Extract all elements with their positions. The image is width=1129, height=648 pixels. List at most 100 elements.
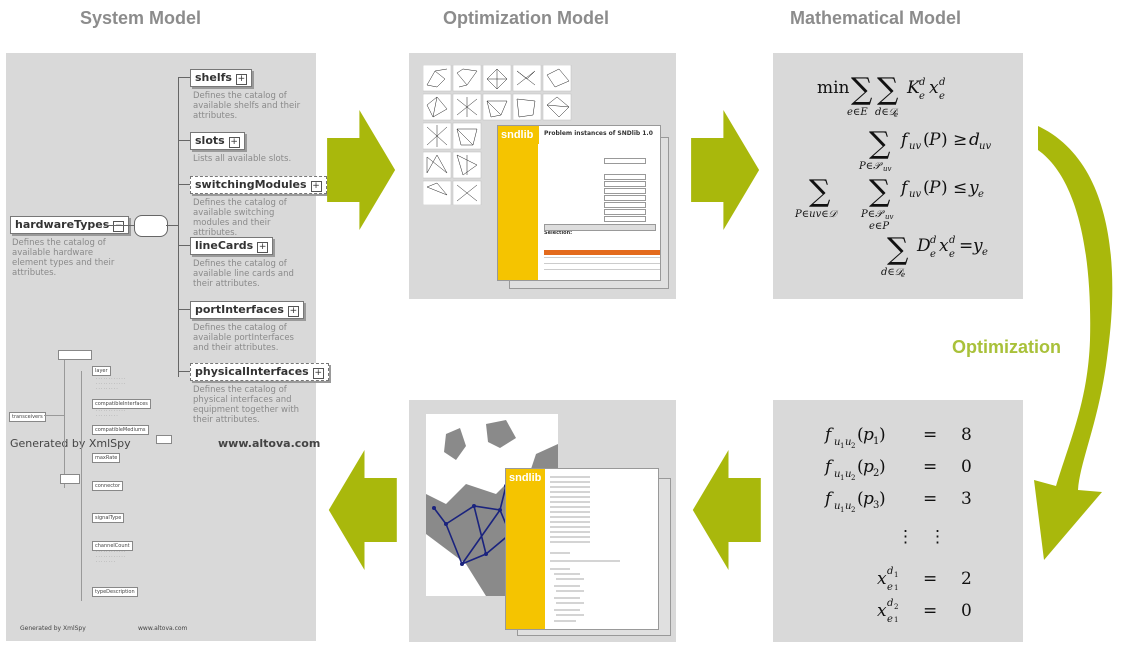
svg-text:uv: uv bbox=[883, 165, 892, 173]
mathematical-model-title: Mathematical Model bbox=[790, 8, 962, 28]
svg-text:u: u bbox=[845, 469, 851, 480]
solution-value-2: 0 bbox=[961, 457, 972, 477]
svg-text:P∈𝒫: P∈𝒫 bbox=[858, 161, 883, 172]
svg-text:∑: ∑ bbox=[887, 232, 909, 267]
svg-text:D: D bbox=[916, 236, 931, 256]
child-node-physicalinterfaces[interactable]: physicalInterfaces+ bbox=[190, 363, 329, 381]
svg-text:d∈𝒟: d∈𝒟 bbox=[881, 267, 905, 278]
svg-text:∑: ∑ bbox=[869, 174, 891, 209]
child-description: Defines the catalog of available shelfs … bbox=[193, 91, 301, 121]
svg-text:uv: uv bbox=[979, 141, 991, 152]
sndlib-sidebar-2 bbox=[506, 487, 545, 629]
attributes-box bbox=[58, 350, 92, 360]
svg-text:u: u bbox=[845, 501, 851, 512]
svg-text:e: e bbox=[930, 249, 936, 260]
svg-text:2: 2 bbox=[851, 506, 855, 514]
svg-text:e: e bbox=[894, 111, 898, 119]
expand-icon: + bbox=[257, 242, 269, 253]
child-node-switchingmodules[interactable]: switchingModules+ bbox=[190, 176, 327, 194]
child-node-label: switchingModules bbox=[195, 178, 307, 191]
svg-text:uv: uv bbox=[909, 189, 921, 200]
system-model-panel: hardwareTypes− Defines the catalog of av… bbox=[6, 53, 329, 641]
svg-text:1: 1 bbox=[840, 506, 844, 514]
svg-text:2: 2 bbox=[873, 468, 879, 479]
sndlib-heading: Problem instances of SNDlib 1.0 bbox=[544, 130, 653, 137]
svg-text:e∈E: e∈E bbox=[847, 107, 868, 118]
expand-icon: + bbox=[312, 368, 324, 379]
root-description: Defines the catalog of available hardwar… bbox=[12, 238, 115, 278]
svg-text:y: y bbox=[968, 178, 979, 198]
svg-text:P: P bbox=[928, 178, 941, 198]
footer-generated-label: Generated by XmlSpy bbox=[20, 625, 86, 632]
svg-text:) ≥: ) ≥ bbox=[941, 130, 967, 150]
system-model-title: System Model bbox=[80, 8, 202, 28]
root-node-label: hardwareTypes bbox=[15, 218, 110, 231]
sndlib-logo-2: sndlib bbox=[506, 469, 545, 487]
svg-text:2: 2 bbox=[894, 603, 898, 611]
svg-text:x: x bbox=[929, 78, 939, 98]
sub-node-typedescription: typeDescription bbox=[92, 587, 138, 597]
sequence-icon bbox=[134, 215, 168, 237]
svg-text:f: f bbox=[823, 489, 834, 509]
arrow-optimization-to-math bbox=[691, 110, 760, 230]
svg-text:u: u bbox=[834, 469, 840, 480]
svg-text:d: d bbox=[930, 235, 936, 246]
svg-text:u: u bbox=[834, 501, 840, 512]
svg-text:∑: ∑ bbox=[851, 72, 873, 107]
svg-text:=: = bbox=[923, 457, 937, 477]
svg-text:d: d bbox=[919, 77, 925, 88]
svg-text:uv: uv bbox=[909, 141, 921, 152]
math-formulation: min ∑ e∈E ∑ d∈𝒟 e K d e x d e ∑ P∈𝒫 uv f… bbox=[794, 72, 991, 279]
svg-text:d: d bbox=[887, 566, 893, 577]
svg-text:f: f bbox=[823, 457, 834, 477]
child-node-portinterfaces[interactable]: portInterfaces+ bbox=[190, 301, 304, 319]
svg-text:1: 1 bbox=[840, 442, 844, 450]
sndlib-logo: sndlib bbox=[498, 126, 539, 144]
arrow-solution-to-screenshot bbox=[692, 450, 761, 570]
child-description: Defines the catalog of physical interfac… bbox=[193, 385, 300, 425]
svg-text:=: = bbox=[923, 425, 937, 445]
svg-text:e: e bbox=[887, 614, 893, 625]
svg-text:e: e bbox=[901, 271, 905, 279]
sub-node-connector: connector bbox=[92, 481, 124, 491]
sub-node-transceivers: transceivers bbox=[9, 412, 46, 422]
svg-text:d: d bbox=[949, 235, 955, 246]
root-node[interactable]: hardwareTypes− bbox=[10, 216, 130, 234]
altova-url-label: www.altova.com bbox=[218, 437, 321, 450]
svg-text:f: f bbox=[899, 178, 910, 198]
svg-text:∑: ∑ bbox=[869, 126, 891, 161]
expand-icon: + bbox=[310, 181, 322, 192]
child-node-slots[interactable]: slots+ bbox=[190, 132, 245, 150]
svg-text:e: e bbox=[939, 91, 945, 102]
svg-text:d: d bbox=[939, 77, 945, 88]
svg-text:(: ( bbox=[857, 457, 864, 477]
child-node-shelfs[interactable]: shelfs+ bbox=[190, 69, 252, 87]
solution-value-1: 8 bbox=[961, 425, 972, 445]
sndlib-form bbox=[544, 146, 656, 231]
svg-text:=: = bbox=[923, 601, 937, 621]
svg-text:K: K bbox=[906, 78, 921, 98]
svg-text:∑: ∑ bbox=[809, 174, 831, 209]
svg-text:u: u bbox=[834, 437, 840, 448]
svg-text:e: e bbox=[949, 249, 955, 260]
choice-box bbox=[60, 474, 80, 484]
svg-text:d: d bbox=[887, 598, 893, 609]
svg-text:P: P bbox=[928, 130, 941, 150]
svg-text:uv: uv bbox=[885, 213, 894, 221]
svg-text:): ) bbox=[879, 425, 886, 445]
optimization-model-panel: sndlib Problem instances of SNDlib 1.0 S… bbox=[409, 53, 676, 299]
child-description: Lists all available slots. bbox=[193, 154, 292, 164]
small-choice-box bbox=[156, 435, 172, 444]
svg-text:u: u bbox=[845, 437, 851, 448]
optimization-model-title: Optimization Model bbox=[443, 8, 609, 28]
svg-text:1: 1 bbox=[873, 436, 879, 447]
child-node-linecards[interactable]: lineCards+ bbox=[190, 237, 274, 255]
sub-node-channelcount: channelCount bbox=[92, 541, 133, 551]
sndlib-screenshot: sndlib Problem instances of SNDlib 1.0 S… bbox=[497, 125, 661, 281]
expand-icon: + bbox=[235, 74, 247, 85]
svg-text:1: 1 bbox=[894, 571, 898, 579]
svg-text:p: p bbox=[863, 425, 874, 445]
svg-text:x: x bbox=[877, 601, 887, 621]
